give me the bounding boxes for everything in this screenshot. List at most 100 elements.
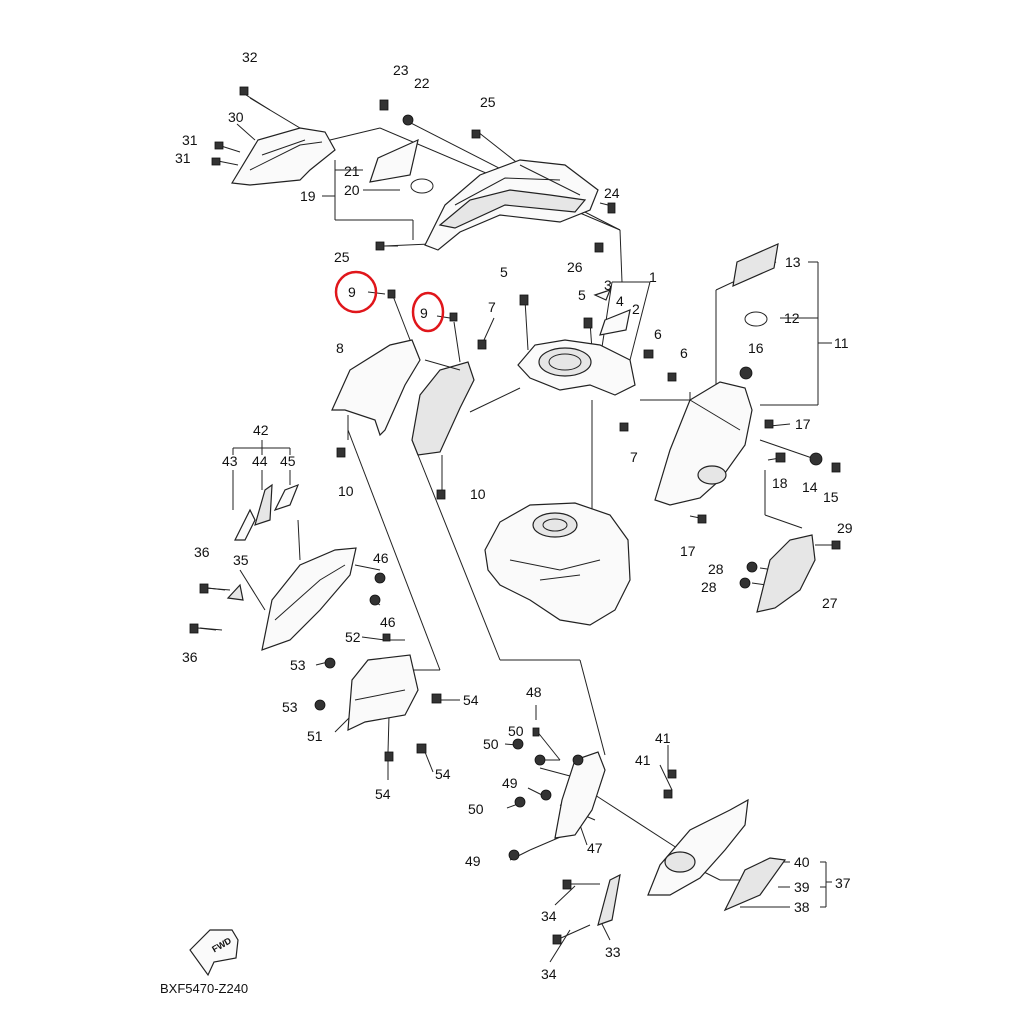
clip-48 [532,727,540,737]
label-20: 20 [344,182,360,198]
label-33: 33 [605,944,621,960]
label-6a: 6 [654,326,662,342]
label-10a: 10 [338,483,354,499]
grommet-22 [402,114,414,126]
bracket-47 [554,751,606,839]
label-32: 32 [242,49,258,65]
label-11: 11 [834,335,849,351]
label-22: 22 [414,75,430,91]
highlight-circle-9a [334,270,378,314]
label-12: 12 [784,310,800,326]
clip-6b [667,372,677,382]
label-49b: 49 [465,853,481,869]
label-27: 27 [822,595,838,611]
sticker-43 [234,508,256,541]
screw-36b [189,623,199,634]
highlight-marks [334,270,445,333]
clip-31a [214,141,224,150]
screw-29 [831,540,841,550]
label-50a: 50 [508,723,524,739]
clip-26 [594,242,604,253]
label-17a: 17 [795,416,811,432]
label-30: 30 [228,109,244,125]
highlight-circle-9b [411,291,445,333]
label-52: 52 [345,629,361,645]
callout-labels: 32 30 31 31 23 22 25 21 20 19 24 25 26 9… [160,49,853,996]
label-40: 40 [794,854,810,870]
bolt-46b [369,594,381,606]
label-5b: 5 [578,287,586,303]
bracket-27 [756,534,816,613]
nut-50a [512,738,524,750]
bolt-15 [831,462,841,473]
label-41b: 41 [635,752,651,768]
label-2: 2 [632,301,640,317]
clip-7b [619,422,629,432]
clip-10a [336,447,346,458]
emblem-21 [369,138,419,183]
label-54c: 54 [375,786,391,802]
part-shapes [189,86,841,977]
label-42: 42 [253,422,269,438]
label-15: 15 [823,489,839,505]
label-41a: 41 [655,730,671,746]
label-24: 24 [604,185,620,201]
bolt-25a [471,129,481,139]
bolt-41b [663,789,673,799]
nut-49b [508,849,520,861]
bolt-24 [607,202,616,214]
label-39: 39 [794,879,810,895]
label-17b: 17 [680,543,696,559]
nut-28b [739,577,751,589]
clip-52 [382,633,391,642]
label-38: 38 [794,899,810,915]
label-13: 13 [785,254,801,270]
label-48: 48 [526,684,542,700]
cover-30 [231,127,336,186]
label-7a: 7 [488,299,496,315]
label-43: 43 [222,453,238,469]
label-7b: 7 [630,449,638,465]
label-36a: 36 [194,544,210,560]
shim-3 [593,289,612,301]
label-31b: 31 [175,150,191,166]
label-45: 45 [280,453,296,469]
label-53a: 53 [290,657,306,673]
label-36b: 36 [182,649,198,665]
bolt-54b [416,743,427,754]
label-31a: 31 [182,132,198,148]
sticker-33 [597,873,621,926]
bolt-54c [384,751,394,762]
label-10b: 10 [470,486,486,502]
label-14: 14 [802,479,818,495]
nut-53a [324,657,336,669]
diagram-code: BXF5470-Z240 [160,981,248,996]
side-panel-8b [411,361,475,456]
clip-7a [477,339,487,350]
clip-10b [436,489,446,500]
side-panel-8 [331,339,421,437]
label-1: 1 [649,269,657,285]
label-6b: 6 [680,345,688,361]
label-23: 23 [393,62,409,78]
clip-18 [775,452,786,463]
ring-20 [410,178,434,194]
screw-34a [562,879,572,890]
fuel-tank [484,502,631,626]
screw-17a [764,419,774,429]
clip-31b [211,157,221,166]
label-51: 51 [307,728,323,744]
label-34b: 34 [541,966,557,982]
label-29: 29 [837,520,853,536]
bolt-25b [375,241,385,251]
screw-36a [199,583,209,594]
sticker-44 [254,483,273,526]
label-4: 4 [616,293,624,309]
bolt-41a [667,769,677,779]
label-44: 44 [252,453,268,469]
bracket-51 [347,654,419,731]
label-54a: 54 [463,692,479,708]
bolt-32 [239,86,271,111]
label-21: 21 [344,163,360,179]
